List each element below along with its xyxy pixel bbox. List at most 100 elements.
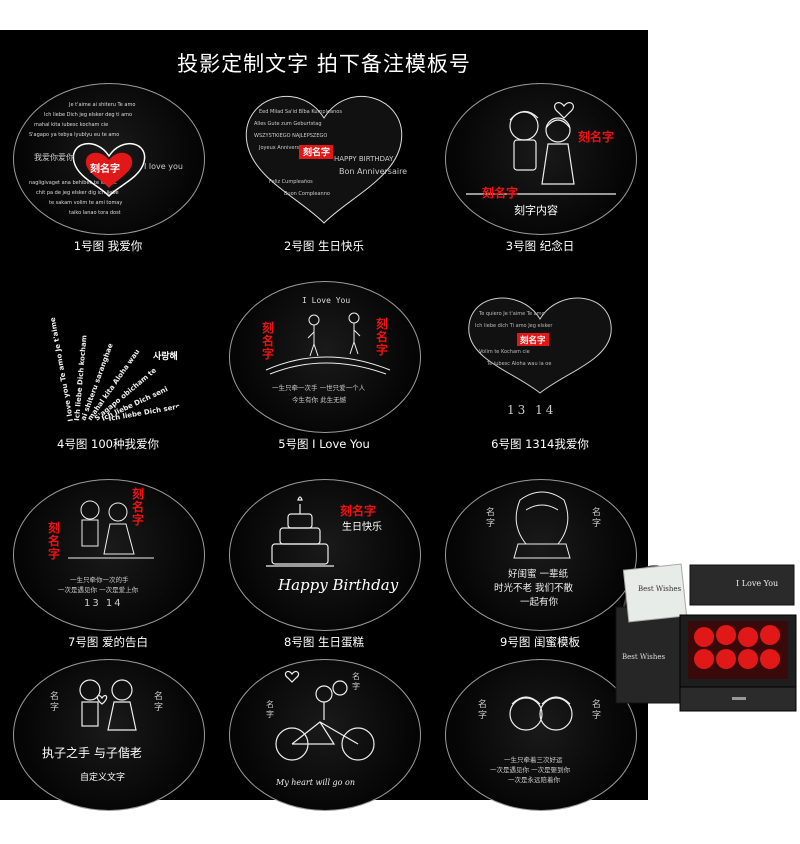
- svg-text:WSZYSTKIEGO NAJLEPSZEGO: WSZYSTKIEGO NAJLEPSZEGO: [254, 133, 327, 139]
- svg-text:Ich liebe Dich jeg elsker deg: Ich liebe Dich jeg elsker deg ti amo: [44, 112, 132, 118]
- name-placeholder: 名字: [50, 692, 60, 713]
- custom-text-label: 自定义文字: [80, 773, 126, 783]
- template-tile-7[interactable]: 刻名字 刻名字 一生只牵你一次的手 一次是遇见你 一次是爱上你 13 14 7号…: [0, 474, 216, 664]
- vow-line: 执子之手 与子偕老: [42, 746, 142, 760]
- tile-caption: 10号图 求爱: [75, 815, 141, 829]
- engrave-name-tag: 刻名字: [340, 504, 377, 518]
- kissing-couple-illustration: [509, 696, 573, 731]
- tile-caption: 4号图 100种我爱你: [57, 437, 159, 451]
- gift-box-illustration: [615, 563, 797, 712]
- svg-text:I love you Te amo Je t'aime: I love you Te amo Je t'aime: [49, 316, 75, 422]
- name-placeholder: 名字: [266, 700, 274, 719]
- projection-disc: I Love You 刻名字 刻名字 一生只牵一次手 一世只爱一个人 今生有你 …: [229, 281, 421, 433]
- bag-label: Best Wishes: [622, 653, 666, 661]
- projection-disc: 刻名字 刻名字 一生只牵你一次的手 一次是遇见你 一次是爱上你 13 14: [13, 479, 205, 631]
- number-1314: 13 14: [84, 598, 123, 609]
- template-tile-5[interactable]: I Love You 刻名字 刻名字 一生只牵一次手 一世只爱一个人 今生有你 …: [216, 276, 432, 466]
- svg-text:te sakam volim te ami tomay: te sakam volim te ami tomay: [49, 200, 122, 206]
- tile-caption: 3号图 纪念日: [505, 239, 575, 253]
- word-text: Bon Anniversaire: [339, 167, 408, 176]
- svg-text:Feliz Cumpleaños: Feliz Cumpleaños: [269, 179, 313, 185]
- tile-caption: 6号图 1314我爱你: [491, 437, 589, 451]
- template-tile-6[interactable]: Te quiero Je t'aime Te amo Ich liebe dic…: [432, 276, 648, 466]
- fan-word-graphic: I love you Te amo Je t'aime Ich liebe Di…: [49, 316, 193, 422]
- confession-couple-illustration: [68, 500, 154, 559]
- svg-text:Buon Compleanno: Buon Compleanno: [284, 191, 330, 197]
- template-tile-10[interactable]: 名字 名字 执子之手 与子偕老 自定义文字 10号图 求爱: [0, 654, 216, 844]
- projection-disc: Je t'aime ai shiteru Te amo Ich liebe Di…: [13, 83, 205, 235]
- bicycle-script: My heart will go on: [276, 778, 356, 787]
- projection-disc: 刻名字 生日快乐 Happy Birthday: [229, 479, 421, 631]
- template-tile-2[interactable]: Eed Mliad Sa'id Bîba Kumpleanos Alles Gu…: [216, 78, 432, 268]
- svg-text:Je t'aime ai shiteru Te amo: Je t'aime ai shiteru Te amo: [68, 102, 135, 108]
- birthday-cake-illustration: [266, 496, 334, 567]
- word-text: 사랑해: [153, 352, 178, 362]
- template-tile-4[interactable]: I love you Te amo Je t'aime Ich liebe Di…: [0, 276, 216, 466]
- svg-text:S'agapo ya tebya lyublyu eu: S'agapo ya tebya lyublyu eu te amo: [29, 132, 119, 138]
- engrave-name-tag: 刻名字: [132, 487, 145, 527]
- template-tile-3[interactable]: 刻名字 刻名字 刻字内容 3号图 纪念日: [432, 78, 648, 268]
- template-board: 投影定制文字 拍下备注模板号 Je t'aime ai shiteru Te a…: [0, 30, 648, 829]
- wedding-couple-illustration: [79, 679, 137, 731]
- engrave-name-tag: 刻名字: [578, 130, 615, 144]
- engrave-name-tag: 刻名字: [376, 317, 389, 357]
- template-tile-11[interactable]: 名字 名字 My heart will go on 11号图 浪漫单车: [216, 654, 432, 844]
- projection-disc: 名字 名字 My heart will go on: [229, 659, 421, 811]
- kiss-line: 一次是遇见你 一次是娶到你: [490, 766, 571, 774]
- projection-disc: I love you Te amo Je t'aime Ich liebe Di…: [13, 281, 203, 431]
- svg-text:Alles Gute zum Geburtstag: Alles Gute zum Geburtstag: [254, 121, 322, 127]
- word-text: HAPPY BIRTHDAY: [334, 155, 394, 163]
- word-text: 我爱你爱你: [34, 153, 74, 162]
- svg-text:mahal kita iubesc kocham cie: mahal kita iubesc kocham cie: [34, 122, 108, 128]
- couple-illustration: [466, 102, 616, 195]
- kiss-line: 一次是永远陪着你: [508, 776, 560, 784]
- svg-text:Joyeux Anniversaire: Joyeux Anniversaire: [258, 145, 309, 151]
- love-line: 今生有你 此生无憾: [292, 396, 347, 404]
- love-line: 一次是遇见你 一次是爱上你: [58, 586, 139, 594]
- template-tile-9[interactable]: 名字 名字 好闺蜜 一辈纸 时光不老 我们不散 一起有你 9号图 闺蜜模板: [432, 474, 648, 664]
- friend-line: 好闺蜜 一辈纸: [508, 569, 569, 580]
- template-tile-8[interactable]: 刻名字 生日快乐 Happy Birthday 8号图 生日蛋糕: [216, 474, 432, 664]
- projection-disc: 名字 名字 好闺蜜 一辈纸 时光不老 我们不散 一起有你: [445, 479, 637, 631]
- name-placeholder: 名字: [486, 508, 496, 529]
- name-placeholder: 名字: [592, 700, 602, 721]
- happy-birthday-script: Happy Birthday: [278, 576, 399, 594]
- svg-text:Ich liebe dich Ti amo Jeg el: Ich liebe dich Ti amo Jeg elsker: [475, 323, 553, 329]
- engrave-name-tag: 刻名字: [90, 164, 120, 175]
- engrave-name-tag: 刻名字: [48, 521, 61, 561]
- svg-text:Volim te Kocham cie: Volim te Kocham cie: [479, 349, 530, 355]
- name-placeholder: 名字: [478, 700, 488, 721]
- template-tile-12[interactable]: 名字 名字 一生只牵着三次好运 一次是遇见你 一次是娶到你 一次是永远陪着你 1…: [432, 654, 648, 844]
- svg-text:Te iubesc Aloha wau ia oe: Te iubesc Aloha wau ia oe: [486, 361, 551, 367]
- svg-text:taiko lanao tora dost: taiko lanao tora dost: [69, 210, 121, 216]
- card-label: Best Wishes: [638, 585, 682, 593]
- engrave-name-tag: 刻名字: [482, 186, 519, 200]
- tile-caption: 1号图 我爱你: [73, 239, 143, 253]
- birthday-subtitle: 生日快乐: [342, 522, 382, 533]
- svg-text:chit pa de jeg elsker dig ic: chit pa de jeg elsker dig ich liebe: [36, 190, 119, 196]
- projection-disc: Eed Mliad Sa'id Bîba Kumpleanos Alles Gu…: [229, 83, 419, 233]
- word-text: I love you: [144, 162, 183, 171]
- projection-disc: 名字 名字 一生只牵着三次好运 一次是遇见你 一次是娶到你 一次是永远陪着你: [445, 659, 637, 811]
- love-line: 一生只牵一次手 一世只爱一个人: [272, 384, 366, 392]
- projection-disc: Te quiero Je t'aime Te amo Ich liebe dic…: [445, 281, 635, 431]
- projection-disc: 刻名字 刻名字 刻字内容: [445, 83, 637, 235]
- svg-text:刻名字: 刻名字: [303, 146, 330, 158]
- projection-disc: 名字 名字 执子之手 与子偕老 自定义文字: [13, 659, 205, 811]
- multilingual-heart-graphic: Te quiero Je t'aime Te amo Ich liebe dic…: [468, 297, 612, 394]
- template-tile-1[interactable]: Je t'aime ai shiteru Te amo Ich liebe Di…: [0, 78, 216, 268]
- page-title: 投影定制文字 拍下备注模板号: [177, 52, 471, 76]
- svg-text:Eed Mliad Sa'id Bîba Kumplean: Eed Mliad Sa'id Bîba Kumpleanos: [259, 108, 342, 115]
- word-cloud-graphic: Je t'aime ai shiteru Te amo Ich liebe Di…: [29, 102, 146, 216]
- svg-text:Te quiero Je t'aime Te amo: Te quiero Je t'aime Te amo: [478, 311, 545, 317]
- tile-caption: 2号图 生日快乐: [284, 239, 364, 253]
- friend-line: 一起有你: [520, 597, 559, 608]
- name-placeholder: 名字: [352, 672, 360, 691]
- tile-caption: 12号图 亲吻: [507, 815, 573, 829]
- romantic-bicycle-illustration: [275, 670, 375, 761]
- couple-hill-illustration: [265, 312, 391, 375]
- love-title: I Love You: [302, 296, 351, 305]
- tile-caption: 8号图 生日蛋糕: [284, 635, 364, 649]
- birthday-heart-graphic: Eed Mliad Sa'id Bîba Kumpleanos Alles Gu…: [245, 95, 403, 224]
- engrave-content-label: 刻字内容: [514, 204, 558, 217]
